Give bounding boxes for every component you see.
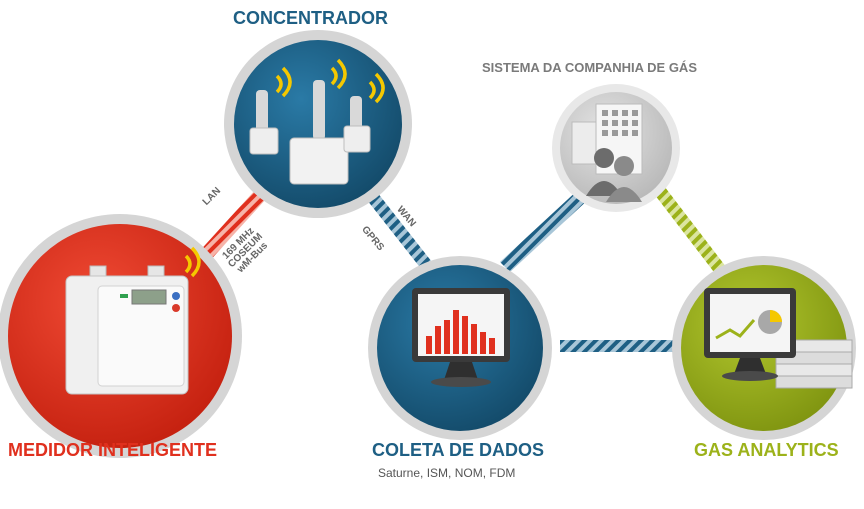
antenna-icon <box>249 58 385 185</box>
sistema-node <box>552 84 680 212</box>
gas-analytics-node <box>672 256 856 440</box>
medidor-node <box>0 214 242 458</box>
connector-wan <box>356 178 432 270</box>
medidor-title: MEDIDOR INTELIGENTE <box>8 440 218 460</box>
gas-analytics-title: GAS ANALYTICS <box>694 440 839 460</box>
analytics-monitor-icon <box>704 288 853 389</box>
connector-lan <box>196 178 276 265</box>
connector-sistema-coleta <box>500 188 590 272</box>
gas-meter-icon <box>65 246 201 395</box>
building-users-icon <box>571 103 643 202</box>
coleta-subtitle: Saturne, ISM, NOM, FDM <box>378 466 516 480</box>
sistema-title: SISTEMA DA COMPANHIA DE GÁS <box>482 60 697 75</box>
coleta-node <box>368 256 552 440</box>
connector-coleta-gas <box>560 340 680 352</box>
coleta-title: COLETA DE DADOS <box>372 440 545 460</box>
connector-sistema-gas <box>648 178 730 280</box>
concentrador-title: CONCENTRADOR <box>233 8 388 28</box>
concentrador-node <box>224 30 412 218</box>
monitor-chart-icon <box>412 288 510 387</box>
